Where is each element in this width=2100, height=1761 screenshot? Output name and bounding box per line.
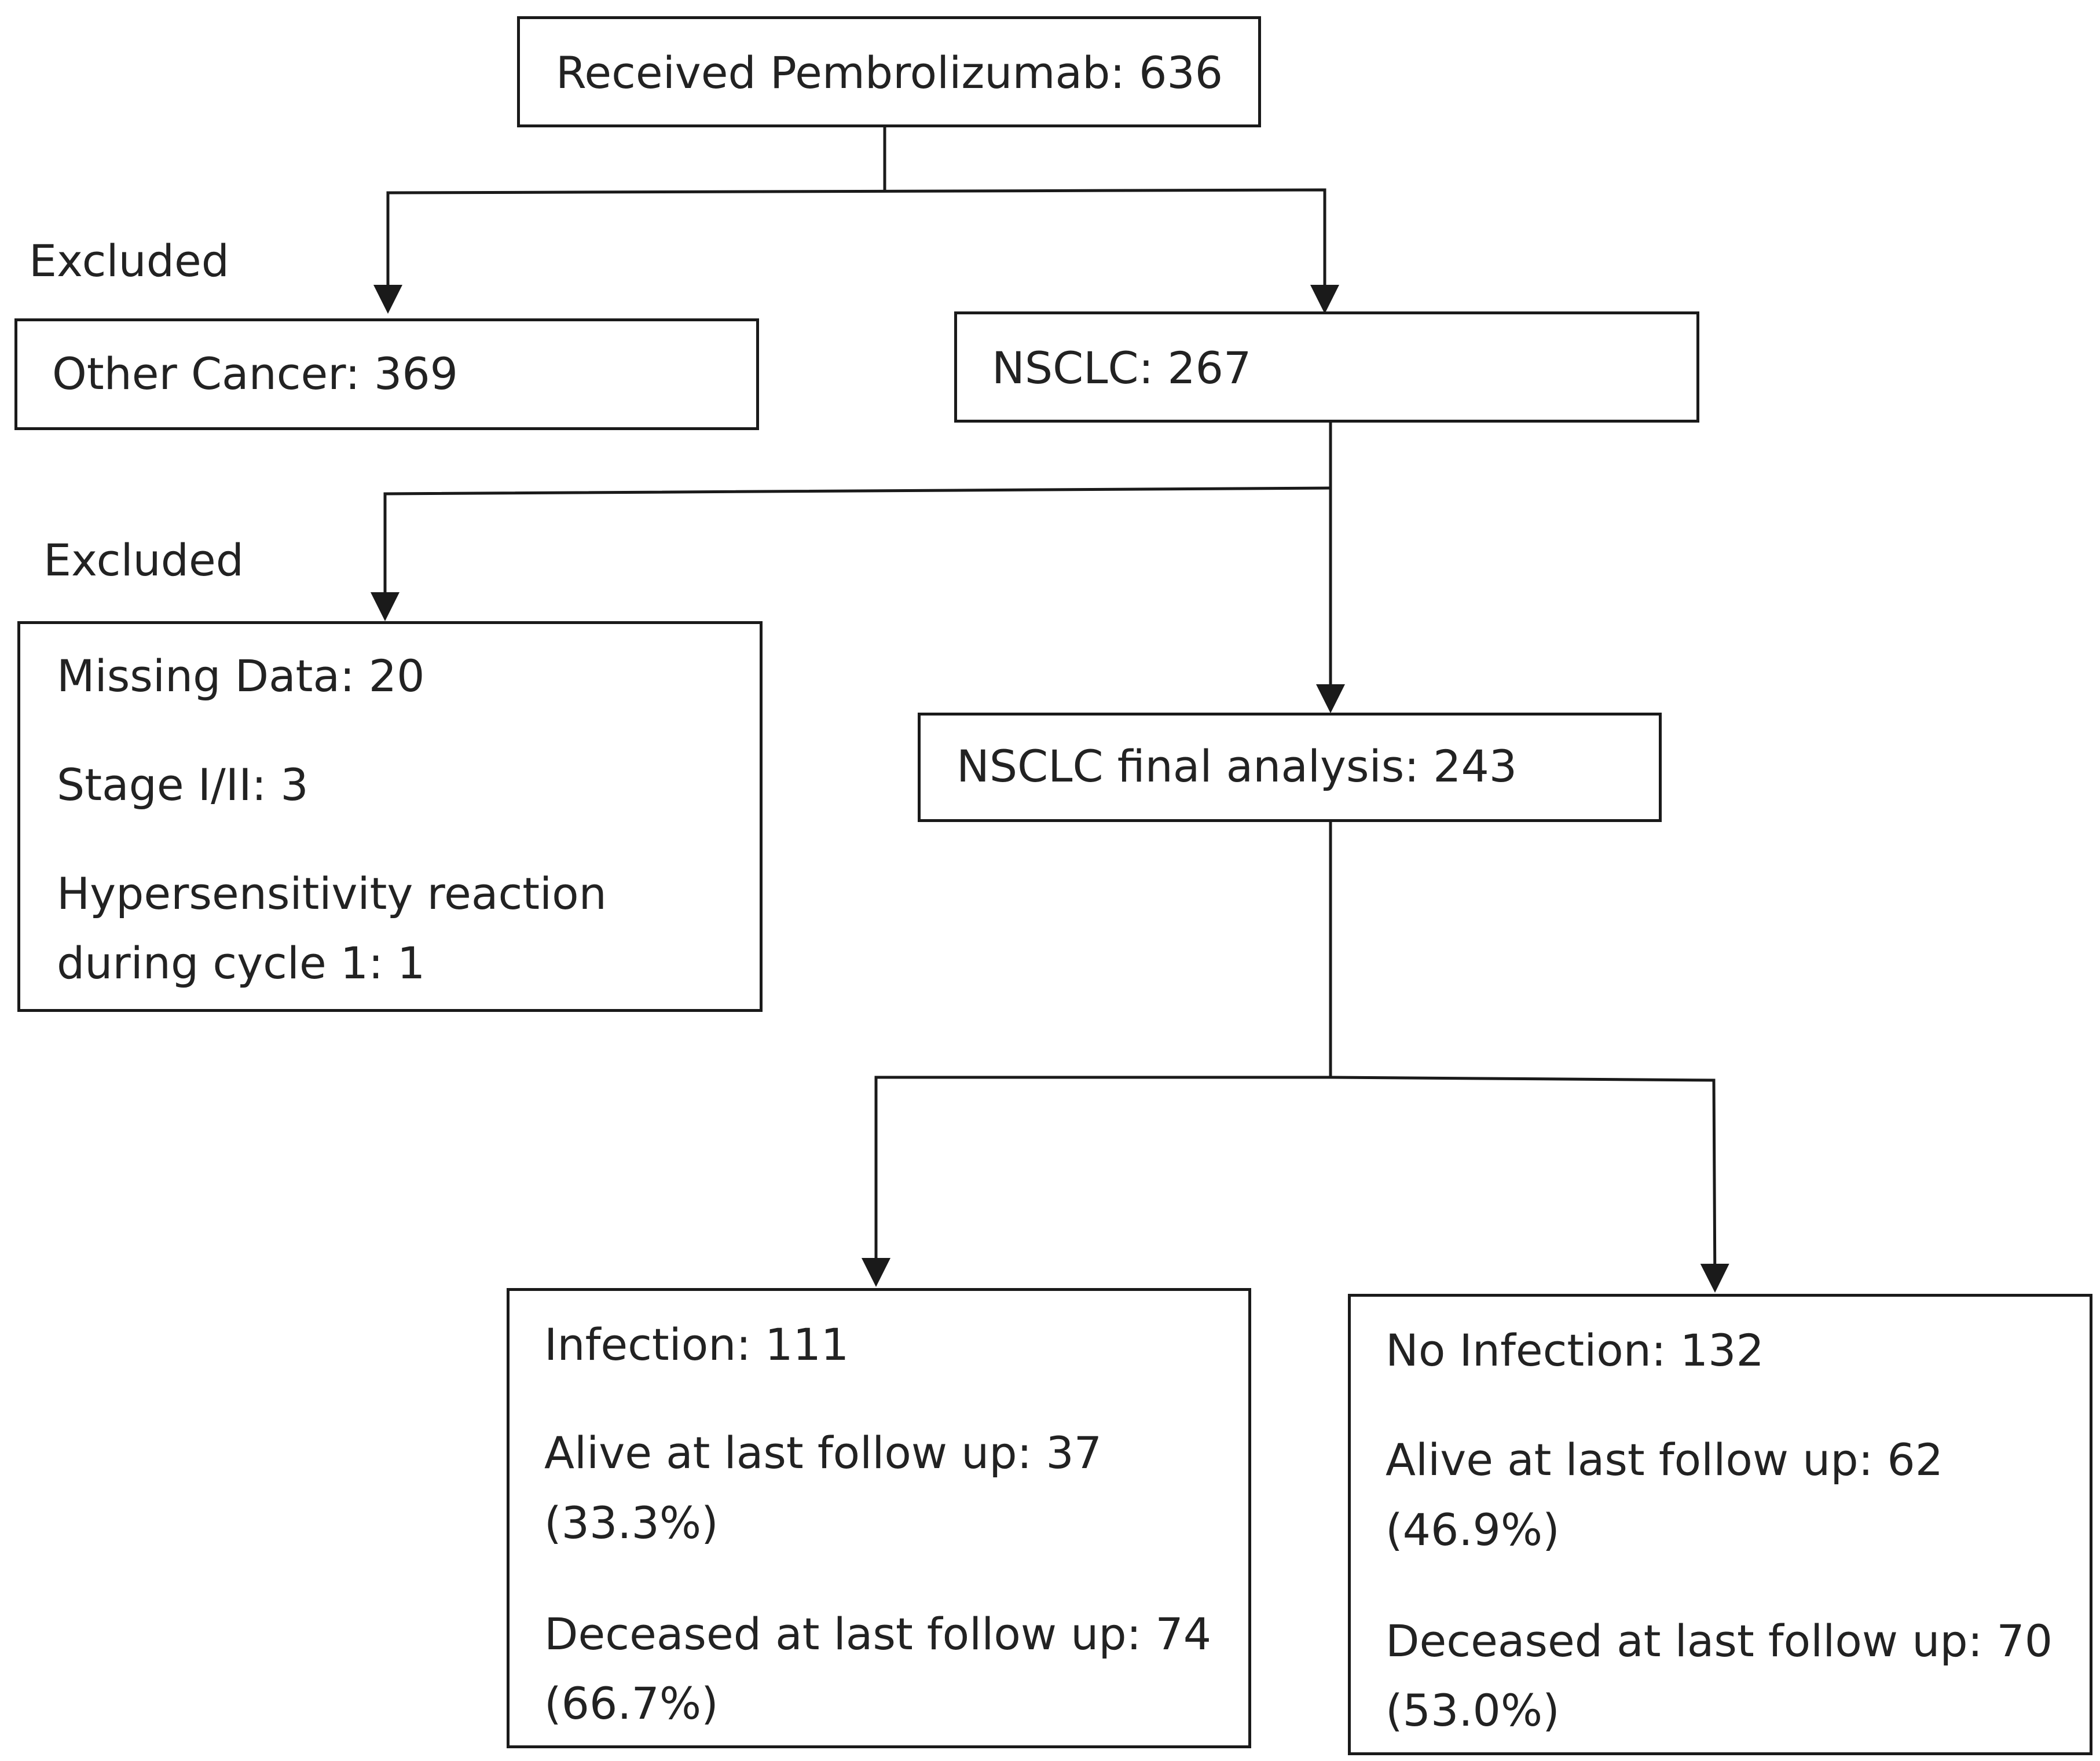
no-infection-alive-line2: (46.9%) — [1386, 1504, 1560, 1555]
infection-title: Infection: 111 — [544, 1319, 849, 1370]
excluded-label-2: Excluded — [43, 534, 244, 586]
exclusion-missing-data: Missing Data: 20 — [57, 650, 425, 702]
connector-split-1 — [386, 188, 1339, 314]
exclusion-stage: Stage I/II: 3 — [57, 759, 309, 810]
box-received-pembrolizumab-label: Received Pembrolizumab: 636 — [556, 47, 1223, 98]
box-exclusions: Missing Data: 20 Stage I/II: 3 Hypersens… — [17, 621, 763, 1012]
arrow-to-no-infection — [1330, 1076, 1729, 1293]
no-infection-title: No Infection: 132 — [1386, 1325, 1764, 1376]
no-infection-alive-line1: Alive at last follow up: 62 — [1386, 1434, 1944, 1485]
exclusion-hypersensitivity-line1: Hypersensitivity reaction — [57, 868, 607, 919]
arrow-to-exclusions — [371, 486, 1331, 621]
box-received-pembrolizumab: Received Pembrolizumab: 636 — [517, 16, 1261, 127]
box-final-analysis-label: NSCLC final analysis: 243 — [956, 740, 1518, 792]
infection-alive-line2: (33.3%) — [544, 1497, 719, 1549]
box-no-infection: No Infection: 132 Alive at last follow u… — [1348, 1294, 2092, 1755]
box-nsclc-label: NSCLC: 267 — [992, 342, 1252, 394]
no-infection-deceased-line2: (53.0%) — [1386, 1685, 1560, 1736]
infection-deceased-line1: Deceased at last follow up: 74 — [544, 1608, 1212, 1660]
box-infection: Infection: 111 Alive at last follow up: … — [507, 1288, 1251, 1748]
exclusion-hypersensitivity-line2: during cycle 1: 1 — [57, 937, 426, 989]
box-nsclc: NSCLC: 267 — [954, 311, 1699, 423]
infection-alive-line1: Alive at last follow up: 37 — [544, 1427, 1102, 1478]
infection-deceased-line2: (66.7%) — [544, 1678, 719, 1729]
box-final-analysis: NSCLC final analysis: 243 — [918, 713, 1662, 822]
box-other-cancer: Other Cancer: 369 — [14, 318, 759, 430]
arrow-to-infection — [862, 1076, 1331, 1287]
excluded-label-1: Excluded — [29, 235, 229, 287]
box-other-cancer-label: Other Cancer: 369 — [52, 348, 459, 399]
no-infection-deceased-line1: Deceased at last follow up: 70 — [1386, 1615, 2053, 1667]
